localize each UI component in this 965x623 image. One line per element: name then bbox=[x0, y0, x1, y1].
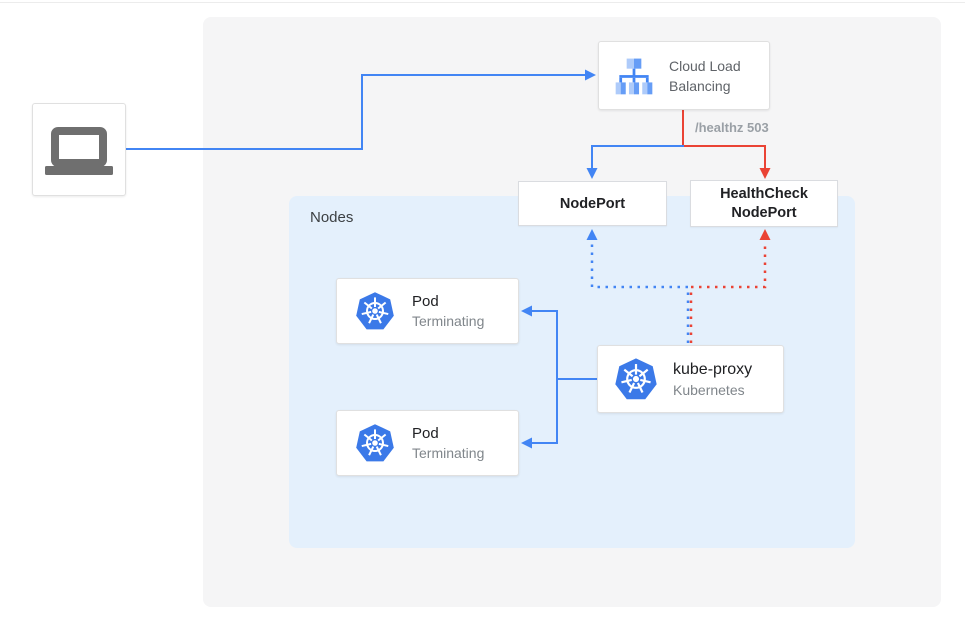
healthz-503-label: /healthz 503 bbox=[695, 120, 769, 135]
load-balancer-icon bbox=[615, 58, 653, 94]
kube-proxy-title: kube-proxy bbox=[673, 360, 753, 378]
laptop-icon bbox=[45, 126, 113, 175]
nodes-group-label: Nodes bbox=[310, 209, 354, 226]
kubernetes-icon bbox=[615, 358, 657, 400]
nodeport-box: NodePort bbox=[518, 181, 667, 226]
page-top-divider bbox=[0, 2, 965, 3]
pod-status: Terminating bbox=[412, 313, 485, 329]
clb-title: Cloud Load Balancing bbox=[669, 57, 741, 94]
cloud-load-balancing-card: Cloud Load Balancing bbox=[598, 41, 770, 110]
pod-card-2: Pod Terminating bbox=[336, 410, 519, 476]
client-card bbox=[32, 103, 126, 196]
nodeport-label: NodePort bbox=[559, 195, 626, 212]
kube-proxy-subtitle: Kubernetes bbox=[673, 381, 745, 398]
kubernetes-icon bbox=[356, 424, 394, 462]
pod-title: Pod bbox=[412, 293, 439, 310]
kube-proxy-card: kube-proxy Kubernetes bbox=[597, 345, 784, 413]
healthcheck-nodeport-box: HealthCheck NodePort bbox=[690, 180, 838, 227]
pod-title: Pod bbox=[412, 425, 439, 442]
pod-card-1: Pod Terminating bbox=[336, 278, 519, 344]
kubernetes-icon bbox=[356, 292, 394, 330]
pod-status: Terminating bbox=[412, 445, 485, 461]
healthcheck-nodeport-label: HealthCheck NodePort bbox=[720, 185, 808, 221]
